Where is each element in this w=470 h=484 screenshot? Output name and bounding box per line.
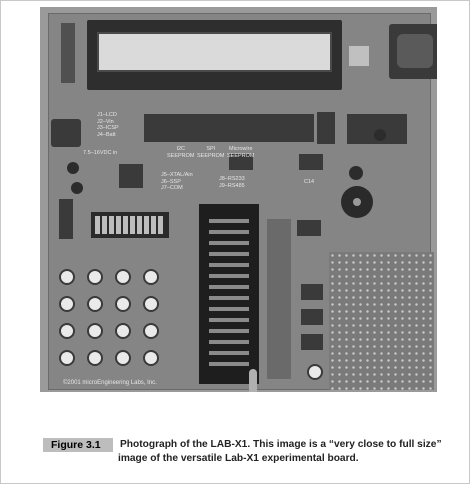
key <box>59 350 75 366</box>
lcd-window <box>97 32 332 72</box>
trimmer-pot <box>301 309 323 325</box>
key <box>143 269 159 285</box>
serial-connector <box>389 24 437 79</box>
key <box>59 296 75 312</box>
key <box>59 323 75 339</box>
key <box>115 296 131 312</box>
jumper-block <box>297 220 321 236</box>
key <box>115 269 131 285</box>
icsp-header <box>59 199 73 239</box>
silkscreen-microwire: Microwire SEEPROM <box>227 146 255 159</box>
trimmer-pot <box>301 284 323 300</box>
silkscreen-copyright: ©2001 microEngineering Labs, Inc. <box>63 380 157 386</box>
silkscreen-c14: C14 <box>304 179 315 185</box>
silkscreen-i2c: I2C SEEPROM <box>167 146 195 159</box>
capacitor <box>349 166 363 180</box>
eeprom-chip <box>299 154 323 170</box>
board-photo: J1–LCD J2–Vin J3–ICSP J4–Batt 7.5–16VDC … <box>40 7 437 392</box>
serial-connector-shell <box>397 34 433 68</box>
key <box>143 323 159 339</box>
key <box>87 269 103 285</box>
voltage-regulator <box>119 164 143 188</box>
jumper-header <box>317 112 335 144</box>
reset-button <box>307 364 323 380</box>
led-bargraph <box>91 212 169 238</box>
capacitor <box>71 182 83 194</box>
key <box>59 269 75 285</box>
silkscreen-rs232: J8–RS233 J9–RS485 <box>219 176 245 189</box>
figure-label: Figure 3.1 <box>43 438 113 452</box>
lcd-module <box>87 20 342 90</box>
prototype-area <box>329 252 434 390</box>
capacitor <box>374 129 386 141</box>
jumper-header-row <box>144 114 314 142</box>
piezo-buzzer <box>341 186 373 218</box>
key <box>87 323 103 339</box>
keypad <box>59 269 169 377</box>
key <box>143 350 159 366</box>
silkscreen-power: 7.5–16VDC in <box>83 150 118 156</box>
figure-caption: Figure 3.1 Photograph of the LAB-X1. Thi… <box>43 438 463 472</box>
resistor-column <box>267 219 291 379</box>
trimmer-pot <box>301 334 323 350</box>
pcb-board: J1–LCD J2–Vin J3–ICSP J4–Batt 7.5–16VDC … <box>48 13 437 392</box>
zif-lever <box>249 369 257 392</box>
key <box>143 296 159 312</box>
silkscreen-spi: SPI SEEPROM <box>197 146 225 159</box>
caption-line-2: image of the versatile Lab-X1 experiment… <box>118 453 359 464</box>
connector-pad <box>349 46 369 66</box>
key <box>87 296 103 312</box>
silkscreen-jumpers: J1–LCD J2–Vin J3–ICSP J4–Batt <box>97 112 119 138</box>
silkscreen-xtal: J5–XTAL/Ain J6–SSP J7–COM <box>161 172 193 191</box>
key <box>115 350 131 366</box>
lcd-header-pins <box>61 23 75 83</box>
eeprom-chip <box>229 154 253 170</box>
key <box>115 323 131 339</box>
key <box>87 350 103 366</box>
power-jack <box>51 119 81 147</box>
caption-line-1: Photograph of the LAB-X1. This image is … <box>120 439 442 450</box>
capacitor <box>67 162 79 174</box>
zif-socket <box>199 204 259 384</box>
